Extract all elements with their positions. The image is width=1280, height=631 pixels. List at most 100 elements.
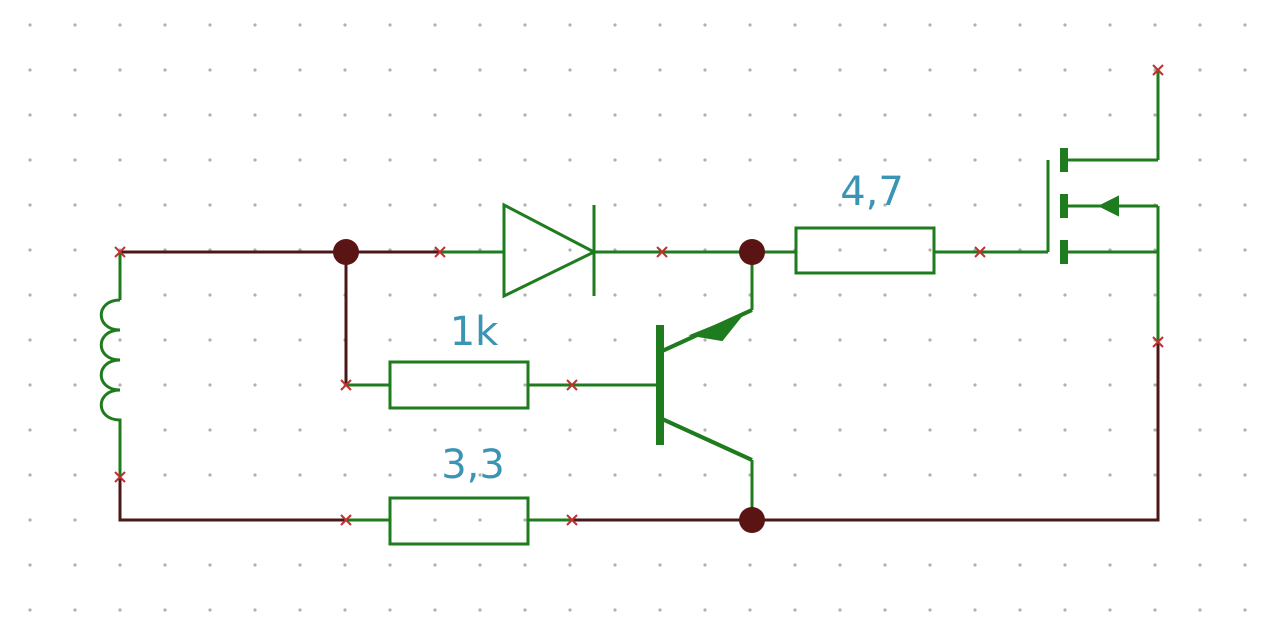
resistor-r3-body bbox=[794, 226, 936, 275]
grid-dot bbox=[928, 338, 932, 342]
grid-dot bbox=[433, 293, 437, 297]
grid-dot bbox=[703, 383, 707, 387]
terminal-marker bbox=[340, 514, 352, 526]
grid-dot bbox=[793, 158, 797, 162]
grid-dot bbox=[163, 608, 167, 612]
inductor-symbol bbox=[99, 298, 122, 430]
grid-dot bbox=[748, 563, 752, 567]
grid-dot bbox=[208, 113, 212, 117]
grid-dot bbox=[73, 518, 77, 522]
grid-dot bbox=[883, 338, 887, 342]
grid-dot bbox=[973, 23, 977, 27]
grid-dot bbox=[73, 203, 77, 207]
grid-dot bbox=[478, 338, 482, 342]
grid-dot bbox=[973, 383, 977, 387]
grid-dot bbox=[1063, 113, 1067, 117]
grid-dot bbox=[478, 113, 482, 117]
grid-dot bbox=[523, 293, 527, 297]
grid-dot bbox=[928, 473, 932, 477]
grid-dot bbox=[613, 113, 617, 117]
grid-dot bbox=[703, 473, 707, 477]
grid-dot bbox=[28, 203, 32, 207]
grid-dot bbox=[568, 563, 572, 567]
grid-dot bbox=[298, 428, 302, 432]
grid-dot bbox=[433, 338, 437, 342]
grid-dot bbox=[28, 248, 32, 252]
grid-dot bbox=[928, 23, 932, 27]
grid-dot bbox=[1108, 68, 1112, 72]
grid-dot bbox=[208, 203, 212, 207]
grid-dot bbox=[253, 23, 257, 27]
grid-dot bbox=[1108, 23, 1112, 27]
grid-dot bbox=[1198, 428, 1202, 432]
grid-dot bbox=[343, 68, 347, 72]
terminal-marker bbox=[434, 246, 446, 258]
grid-dot bbox=[973, 563, 977, 567]
grid-dot bbox=[73, 158, 77, 162]
grid-dot bbox=[343, 473, 347, 477]
grid-dot bbox=[1018, 293, 1022, 297]
grid-dot bbox=[883, 428, 887, 432]
grid-dot bbox=[478, 383, 482, 387]
grid-dot bbox=[928, 248, 932, 252]
grid-dot bbox=[523, 113, 527, 117]
grid-dot bbox=[973, 338, 977, 342]
grid-dot bbox=[478, 518, 482, 522]
grid-dot bbox=[253, 428, 257, 432]
grid-dot bbox=[253, 293, 257, 297]
grid-dot bbox=[253, 338, 257, 342]
grid-dot bbox=[1108, 473, 1112, 477]
grid-dot bbox=[253, 158, 257, 162]
grid-dot bbox=[388, 23, 392, 27]
grid-dot bbox=[928, 68, 932, 72]
grid-dot bbox=[298, 203, 302, 207]
grid-dot bbox=[928, 113, 932, 117]
grid-dot bbox=[838, 23, 842, 27]
grid-dot bbox=[163, 158, 167, 162]
grid-dot bbox=[1243, 563, 1247, 567]
grid-dot bbox=[298, 113, 302, 117]
grid-dot bbox=[748, 68, 752, 72]
grid-dot bbox=[298, 473, 302, 477]
grid-dot bbox=[523, 428, 527, 432]
grid-dot bbox=[973, 608, 977, 612]
grid-dot bbox=[28, 383, 32, 387]
grid-dot bbox=[478, 293, 482, 297]
grid-dot bbox=[388, 158, 392, 162]
grid-dot bbox=[613, 563, 617, 567]
grid-dot bbox=[1198, 563, 1202, 567]
grid-dot bbox=[433, 473, 437, 477]
grid-dot bbox=[253, 608, 257, 612]
grid-dot bbox=[838, 158, 842, 162]
grid-dot bbox=[118, 68, 122, 72]
grid-dot bbox=[613, 338, 617, 342]
grid-dot bbox=[793, 68, 797, 72]
terminal-marker bbox=[566, 379, 578, 391]
grid-dot bbox=[28, 428, 32, 432]
grid-dot bbox=[568, 608, 572, 612]
grid-dot bbox=[523, 158, 527, 162]
grid-dot bbox=[1198, 23, 1202, 27]
grid-dot bbox=[343, 158, 347, 162]
grid-dot bbox=[928, 293, 932, 297]
grid-dot bbox=[1108, 338, 1112, 342]
grid-dot bbox=[298, 383, 302, 387]
grid-dot bbox=[118, 113, 122, 117]
grid-dot bbox=[298, 68, 302, 72]
grid-dot bbox=[613, 473, 617, 477]
grid-dot bbox=[253, 68, 257, 72]
grid-dot bbox=[118, 338, 122, 342]
grid-dot bbox=[568, 473, 572, 477]
grid-dot bbox=[28, 293, 32, 297]
grid-dot bbox=[658, 293, 662, 297]
terminal-marker bbox=[114, 246, 126, 258]
grid-dot bbox=[748, 383, 752, 387]
grid-dot bbox=[748, 113, 752, 117]
grid-dot bbox=[1063, 563, 1067, 567]
grid-dot bbox=[478, 428, 482, 432]
grid-dot bbox=[118, 23, 122, 27]
grid-dot bbox=[118, 563, 122, 567]
grid-dot bbox=[703, 338, 707, 342]
grid-dot bbox=[163, 338, 167, 342]
resistor-r2: 3,3 bbox=[388, 442, 530, 546]
